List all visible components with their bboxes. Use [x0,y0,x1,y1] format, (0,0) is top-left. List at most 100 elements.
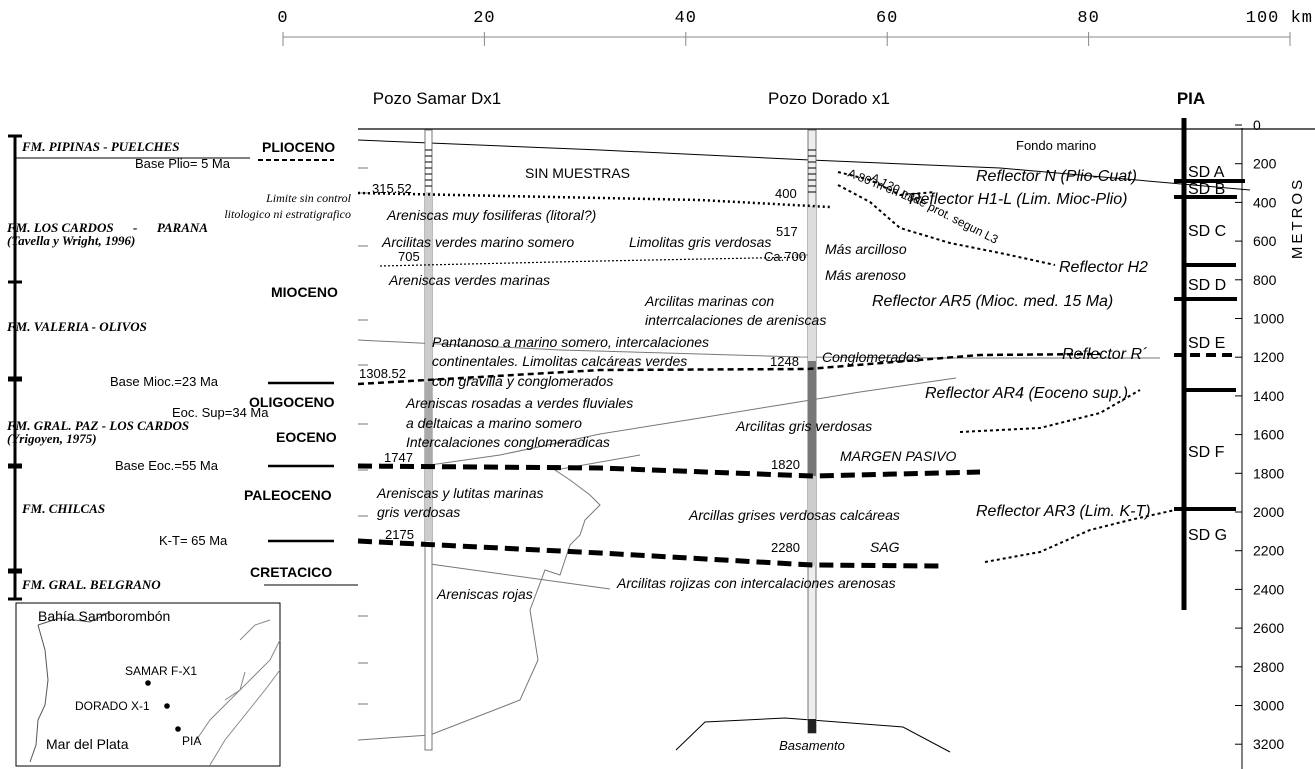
depth-315: 315.52 [372,181,412,196]
formation-gral-paz-ref: (Yrigoyen, 1975) [7,431,97,446]
depth-1747: 1747 [384,450,413,465]
surfaces [357,171,1176,569]
km-tick-label: 80 [1077,9,1099,28]
depth-2280: 2280 [771,540,800,555]
sd-a: SD A [1188,164,1225,181]
km-tick-label: 40 [675,9,697,28]
annot-sag: SAG [870,539,900,555]
depth-tick-label: 2200 [1253,543,1284,559]
sd-e: SD E [1188,335,1225,352]
depth-1820: 1820 [771,457,800,472]
map-pia: PIA [182,734,201,748]
age-limit-1: Limite sin control [265,191,352,205]
left-time-column [8,134,358,601]
map-dorado-dot [164,703,170,709]
depth-axis-title: METROS [1289,177,1306,259]
age-labels: Base Plio= 5 Ma Limite sin control litol… [110,156,352,548]
formation-belgrano: FM. GRAL. BELGRANO [21,577,161,592]
annot-pantanoso-2: continentales. Limolitas calcáreas verde… [432,353,687,369]
reflector-ar3: Reflector AR3 (Lim. K-T) [976,503,1151,520]
depth-705: 705 [398,249,420,264]
annot-conglomerados: Conglomerados [822,349,921,365]
sd-d: SD D [1188,277,1226,294]
depth-1308: 1308.52 [359,366,406,381]
formation-valeria: FM. VALERIA - OLIVOS [6,319,147,334]
depth-axis: 0200400600800100012001400160018002000220… [1235,117,1306,769]
epoch-paleoceno: PALEOCENO [244,487,332,503]
depth-tick-label: 1000 [1253,311,1284,327]
map-samar: SAMAR F-X1 [125,664,197,678]
sd-g: SD G [1188,527,1227,544]
formation-gral-paz: FM. GRAL. PAZ - LOS CARDOS [6,418,189,433]
map-bahia: Bahía Samborombón [38,608,170,624]
formation-labels: FM. PIPINAS - PUELCHES FM. LOS CARDOS - … [6,139,208,592]
annot-lutitas-2: gris verdosas [377,504,460,520]
epoch-oligoceno: OLIGOCENO [249,394,335,410]
map-dorado: DORADO X-1 [75,699,150,713]
km-tick-label: 60 [876,9,898,28]
depth-tick-label: 3200 [1253,736,1284,752]
annot-rosadas-2: a deltaicas a marino somero [406,415,582,431]
annot-fosiliferas: Areniscas muy fosiliferas (litoral?) [386,207,596,223]
well-samar [424,129,433,751]
annot-pantanoso-3: con gravilla y conglomerados [432,373,613,389]
annot-rojas: Areniscas rojas [436,586,533,602]
depth-tick-label: 600 [1253,233,1277,249]
age-kt: K-T= 65 Ma [159,533,228,548]
seafloor-label: Fondo marino [1016,138,1096,153]
annot-arcilitas-marinas-1: Arcilitas marinas con [644,293,774,309]
location-map: Bahía Samborombón SAMAR F-X1 DORADO X-1 … [15,602,281,767]
formation-pipinas: FM. PIPINAS - PUELCHES [21,139,179,154]
depth-tick-label: 2800 [1253,659,1284,675]
well-dorado [807,129,817,734]
annot-rojizas: Arcilitas rojizas con intercalaciones ar… [616,575,896,591]
depth-tick-label: 2400 [1253,581,1284,597]
basement-outline [675,717,951,753]
annot-limolitas: Limolitas gris verdosas [629,234,771,250]
annot-lutitas-1: Areniscas y lutitas marinas [376,485,544,501]
map-pia-dot [175,726,181,732]
depth-tick-label: 1800 [1253,465,1284,481]
annot-mas-arcilloso: Más arcilloso [825,241,907,257]
header-samar: Pozo Samar Dx1 [373,89,502,108]
header-dorado: Pozo Dorado x1 [768,89,890,108]
sin-muestras: SIN MUESTRAS [525,165,630,181]
annot-pantanoso-1: Pantanoso a marino somero, intercalacion… [432,334,709,350]
annot-arcillas-grises: Arcillas grises verdosas calcáreas [688,507,900,523]
epoch-labels: PLIOCENO MIOCENO OLIGOCENO EOCENO PALEOC… [244,139,338,580]
depth-400: 400 [775,186,797,201]
annot-arcilitas-gris: Arcilitas gris verdosas [735,418,872,434]
depth-1248: 1248 [770,354,799,369]
km-tick-label: 20 [473,9,495,28]
depth-labels: 315.52 400 517 705 Ca.700 1308.52 1248 1… [359,181,806,555]
depth-tick-label: 200 [1253,156,1277,172]
age-eoc-sup: Eoc. Sup=34 Ma [172,405,269,420]
depth-517: 517 [776,224,798,239]
reflector-h1: Reflector H1-L (Lim. Mioc-Plio) [909,191,1127,208]
age-base-mioc: Base Mioc.=23 Ma [110,374,219,389]
epoch-mioceno: MIOCENO [271,284,338,300]
depth-tick-label: 2600 [1253,620,1284,636]
depth-tick-label: 1400 [1253,388,1284,404]
depth-tick-label: 800 [1253,272,1277,288]
age-base-eoc: Base Eoc.=55 Ma [115,458,219,473]
formation-los-cardos: FM. LOS CARDOS - PARANA [6,220,208,235]
annot-margen: MARGEN PASIVO [840,448,957,464]
depth-tick-label: 1200 [1253,349,1284,365]
lithology-annotations: SIN MUESTRAS A 80 m en L3 A 120 m de pro… [376,165,1001,602]
age-base-plio: Base Plio= 5 Ma [135,156,231,171]
annot-rosadas-3: Intercalaciones conglomeradicas [406,434,610,450]
epoch-eoceno: EOCENO [276,429,337,445]
map-samar-dot [145,680,151,686]
depth-700: Ca.700 [764,249,806,264]
annot-arcilitas-marinas-2: interrcalaciones de areniscas [645,312,826,328]
depth-tick-label: 0 [1253,117,1261,133]
annot-areniscas-verdes: Areniscas verdes marinas [388,272,550,288]
basement-label: Basamento [779,738,845,753]
km-tick-label: 0 [277,9,288,28]
facies-boundaries [357,339,1160,741]
depth-tick-label: 400 [1253,194,1277,210]
annot-arcilitas-verdes: Arcilitas verdes marino somero [381,234,574,250]
